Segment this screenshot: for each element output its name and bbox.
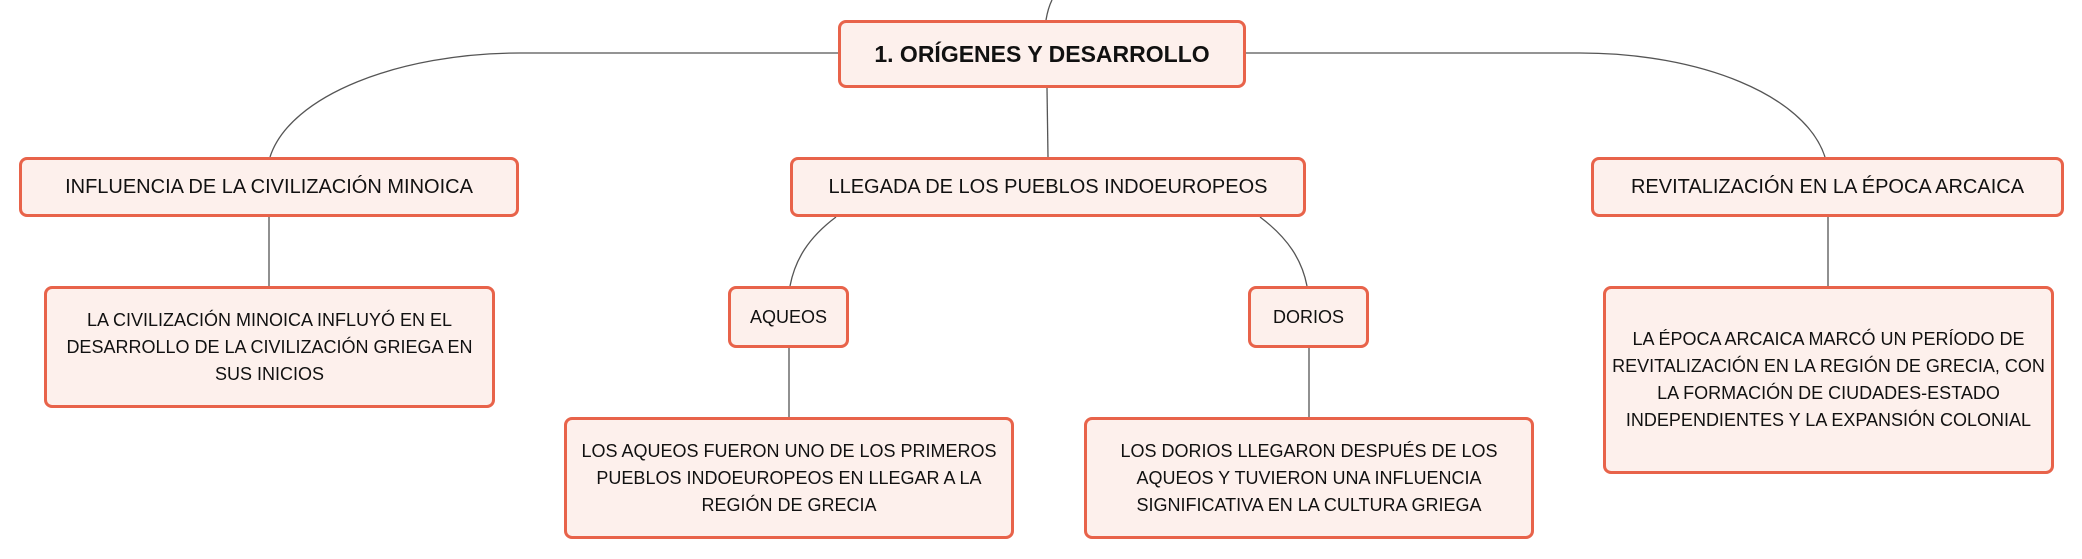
root-topic-label: 1. ORÍGENES Y DESARROLLO [874,40,1210,67]
connector-indoeuropeos-aqueos [789,216,837,287]
subtopic-aqueos[interactable]: AQUEOS [728,286,849,348]
root-topic[interactable]: 1. ORÍGENES Y DESARROLLO [838,20,1246,88]
topic-label: LLEGADA DE LOS PUEBLOS INDOEUROPEOS [828,175,1268,198]
detail-arcaica[interactable]: LA ÉPOCA ARCAICA MARCÓ UN PERÍODO DE REV… [1603,286,2054,474]
detail-aqueos[interactable]: LOS AQUEOS FUERON UNO DE LOS PRIMEROS PU… [564,417,1014,539]
topic-label: INFLUENCIA DE LA CIVILIZACIÓN MINOICA [65,175,473,198]
topic-influencia-minoica[interactable]: INFLUENCIA DE LA CIVILIZACIÓN MINOICA [19,157,519,217]
connector-indoeuropeos-dorios [1259,216,1308,287]
topic-label: REVITALIZACIÓN EN LA ÉPOCA ARCAICA [1630,175,2025,198]
detail-text: LOS DORIOS LLEGARON DESPUÉS DE LOS AQUEO… [1120,440,1498,515]
detail-dorios[interactable]: LOS DORIOS LLEGARON DESPUÉS DE LOS AQUEO… [1084,417,1534,539]
connector-parent-root [1045,0,1053,21]
connector-root-minoica [269,52,838,158]
topic-llegada-indoeuropeos[interactable]: LLEGADA DE LOS PUEBLOS INDOEUROPEOS [790,157,1306,217]
detail-text: LA ÉPOCA ARCAICA MARCÓ UN PERÍODO DE REV… [1612,329,2045,430]
connector-root-indoeuropeos [1046,87,1049,158]
subtopic-dorios[interactable]: DORIOS [1248,286,1369,348]
detail-minoica[interactable]: LA CIVILIZACIÓN MINOICA INFLUYÓ EN EL DE… [44,286,495,408]
detail-text: LA CIVILIZACIÓN MINOICA INFLUYÓ EN EL DE… [66,309,473,384]
subtopic-label: AQUEOS [749,306,828,327]
connector-root-arcaica [1246,52,1826,158]
detail-text: LOS AQUEOS FUERON UNO DE LOS PRIMEROS PU… [581,440,997,515]
topic-revitalizacion-arcaica[interactable]: REVITALIZACIÓN EN LA ÉPOCA ARCAICA [1591,157,2064,217]
subtopic-label: DORIOS [1272,306,1344,327]
